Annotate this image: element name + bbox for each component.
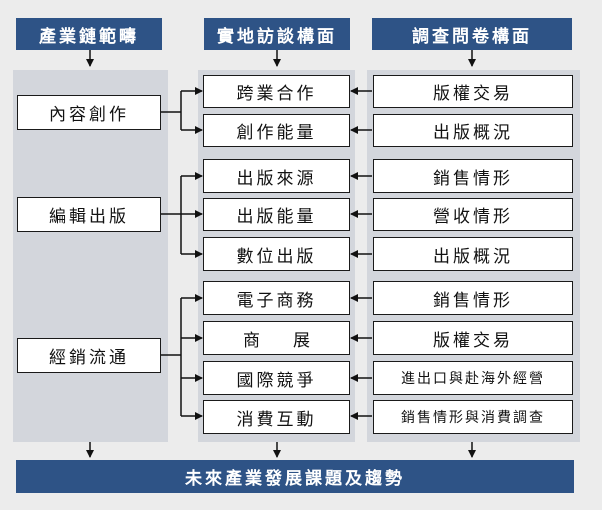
interview-box-exhibitions: 商 展 (203, 321, 350, 355)
survey-box-rights-trade-2: 版權交易 (373, 321, 573, 355)
survey-box-sales-2: 銷售情形 (373, 281, 573, 315)
survey-box-publishing-overview-1: 出版概況 (373, 114, 573, 147)
survey-box-rights-trade-1: 版權交易 (373, 75, 573, 108)
interview-box-publishing-capacity: 出版能量 (203, 198, 350, 231)
interview-box-creative-capacity: 創作能量 (203, 114, 350, 147)
interview-box-consumer-interaction: 消費互動 (203, 400, 350, 434)
chain-box-distribution: 經銷流通 (17, 338, 161, 373)
survey-box-revenue: 營收情形 (373, 198, 573, 231)
interview-box-publishing-sources: 出版來源 (203, 159, 350, 193)
header-survey: 調查問卷構面 (372, 18, 572, 50)
survey-box-sales-1: 銷售情形 (373, 159, 573, 193)
survey-box-sales-consumer: 銷售情形與消費調查 (373, 400, 573, 434)
survey-box-import-export: 進出口與赴海外經營 (373, 361, 573, 395)
interview-box-cross-collab: 跨業合作 (203, 75, 350, 108)
chain-box-creation: 內容創作 (17, 95, 161, 130)
survey-box-publishing-overview-2: 出版概況 (373, 237, 573, 271)
header-interviews: 實地訪談構面 (204, 18, 350, 50)
interview-box-intl-competition: 國際競爭 (203, 361, 350, 395)
chain-box-editing: 編輯出版 (17, 197, 161, 232)
header-industry-chain: 產業鏈範疇 (16, 18, 162, 50)
footer-future-trends: 未來產業發展課題及趨勢 (16, 460, 574, 493)
column-industry-chain (13, 70, 168, 442)
interview-box-digital-publishing: 數位出版 (203, 237, 350, 271)
interview-box-e-commerce: 電子商務 (203, 281, 350, 315)
